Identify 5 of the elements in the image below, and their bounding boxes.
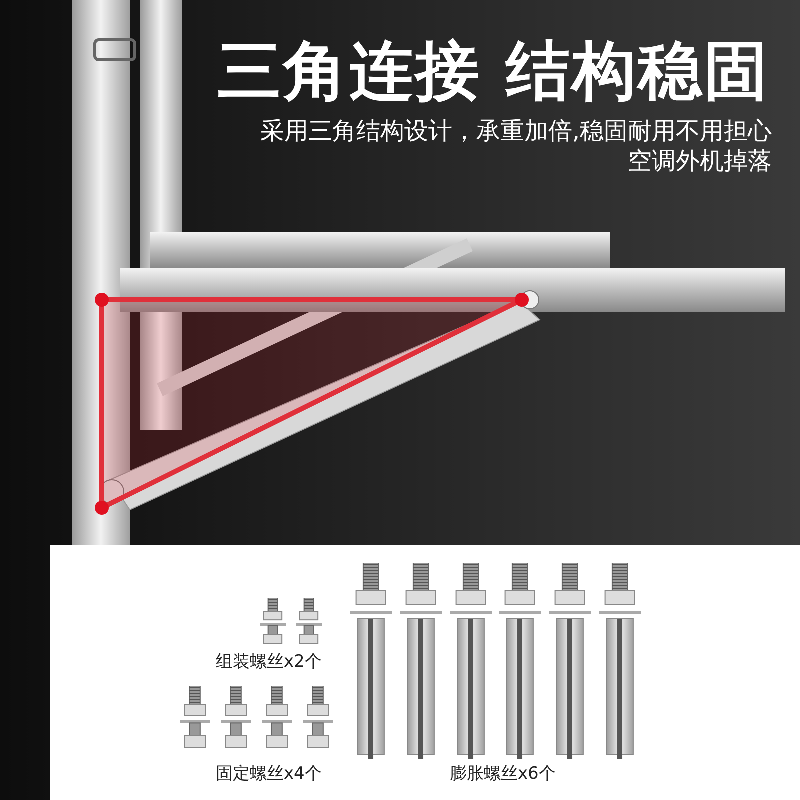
headline: 三角连接 结构稳固 <box>218 34 770 111</box>
part-caption: 固定螺丝x4个 <box>216 763 322 785</box>
subtitle: 采用三角结构设计，承重加倍,稳固耐用不用担心空调外机掉落 <box>259 116 772 176</box>
part-caption: 组装螺丝x2个 <box>216 651 322 673</box>
part-caption: 膨胀螺丝x6个 <box>450 763 556 785</box>
